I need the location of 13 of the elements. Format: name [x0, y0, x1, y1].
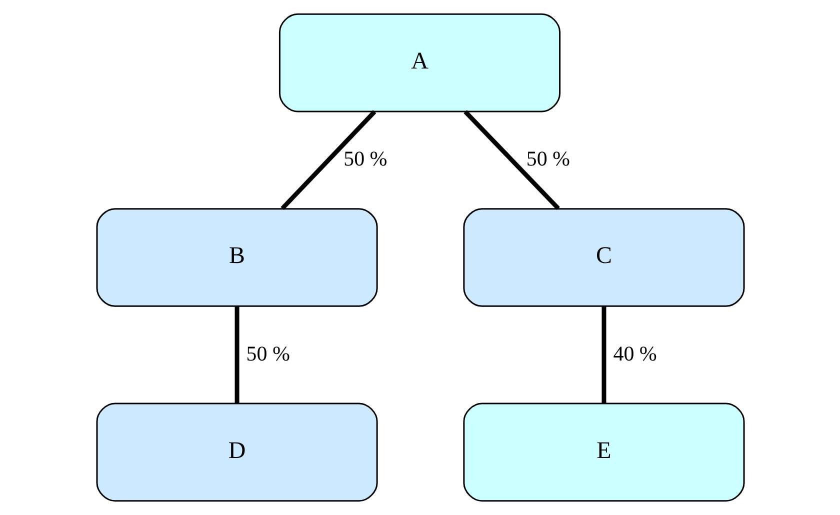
connector	[601, 306, 606, 404]
connector	[280, 110, 376, 210]
node-box: E	[462, 402, 744, 502]
node-box: B	[96, 208, 378, 307]
node-box: D	[96, 402, 378, 502]
connector	[463, 110, 560, 210]
edge-label: 50 %	[246, 341, 290, 366]
edge-label: 50 %	[343, 146, 387, 171]
edge-label: 50 %	[526, 146, 570, 171]
connector	[234, 306, 239, 404]
edge-label: 40 %	[612, 341, 656, 366]
node-box: C	[462, 208, 744, 307]
node-box: A	[278, 13, 560, 112]
